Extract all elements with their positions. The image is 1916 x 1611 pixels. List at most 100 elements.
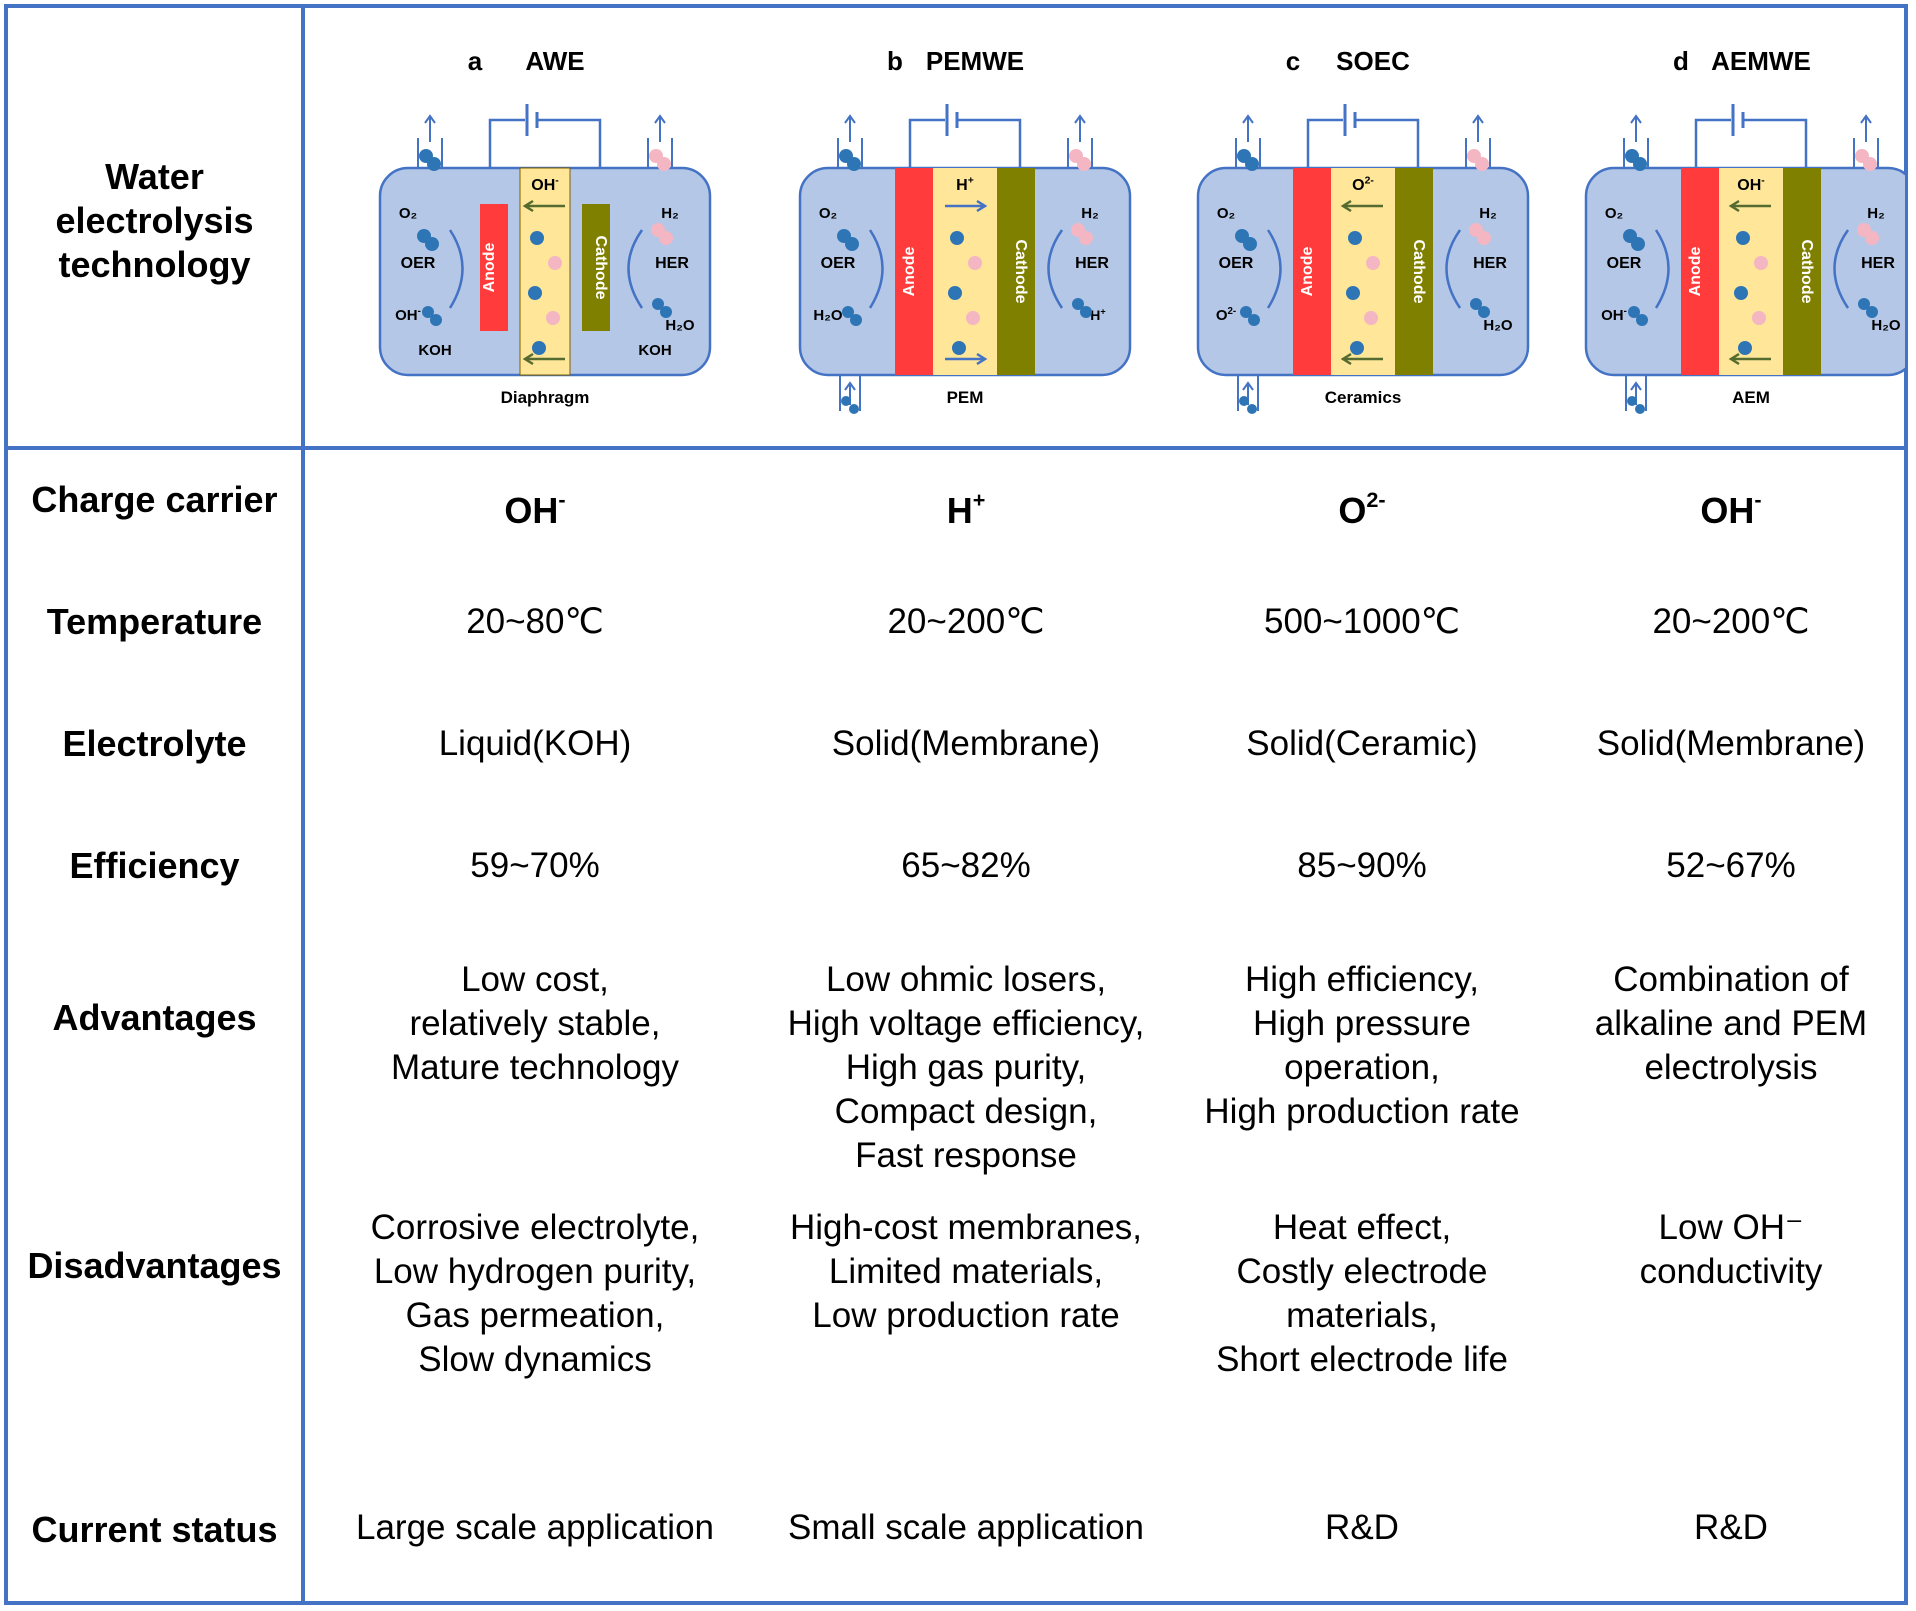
diagram-letter: a <box>468 46 483 76</box>
flow-arrowhead <box>1860 114 1872 124</box>
separator <box>1331 168 1395 375</box>
cell-line: Low cost, <box>461 960 609 999</box>
table-cell: OH- <box>335 478 735 533</box>
header-label-line: technology <box>58 244 251 285</box>
ion-arrowhead <box>1728 199 1740 213</box>
anode-label: Anode <box>1299 247 1316 297</box>
row-label: Electrolyte <box>62 723 247 764</box>
h2o-label: H₂O <box>665 317 694 334</box>
table-cell: Solid(Ceramic) <box>1162 722 1562 766</box>
molecule-atom <box>1478 306 1490 318</box>
ion-base: OH <box>1601 307 1624 324</box>
diagram-title: AWE <box>525 46 584 76</box>
table-cell: Corrosive electrolyte,Low hydrogen purit… <box>335 1206 735 1382</box>
cell-line: 20~200℃ <box>887 602 1045 641</box>
cell-line: Combination of <box>1613 960 1849 999</box>
cell-line: Mature technology <box>391 1048 679 1087</box>
molecule-atom <box>842 306 854 318</box>
ion-label: H+ <box>1090 306 1105 323</box>
cell-line: operation, <box>1284 1048 1440 1087</box>
diagram-title: AEMWE <box>1711 46 1811 76</box>
outlet-pipe <box>837 138 863 168</box>
her-label: HER <box>1861 255 1895 272</box>
ion-particle <box>1348 231 1362 245</box>
cell-line: High-cost membranes, <box>789 1208 1143 1247</box>
table-cell: R&D <box>1162 1506 1562 1550</box>
membrane-label: PEM <box>947 388 984 407</box>
cell-line: Large scale application <box>355 1508 714 1547</box>
outlet-pipe <box>417 138 443 168</box>
ion-arrowhead <box>522 352 534 366</box>
ion-label: OH- <box>1737 176 1765 194</box>
row-label: Advantages <box>52 997 257 1038</box>
oer-label: OER <box>1219 255 1254 272</box>
table-cell: High-cost membranes,Limited materials,Lo… <box>766 1206 1166 1338</box>
cell-line: 59~70% <box>470 846 600 885</box>
cell-line: High efficiency, <box>1244 960 1480 999</box>
oer-label: OER <box>1607 255 1642 272</box>
table-cell: Liquid(KOH) <box>335 722 735 766</box>
molecule-atom <box>1477 231 1491 245</box>
cell-line: Low OH⁻ <box>1658 1208 1804 1247</box>
ion-particle <box>532 341 546 355</box>
anode-label: Anode <box>1687 247 1704 297</box>
table-cell: Large scale application <box>335 1506 735 1550</box>
ion-particle <box>1350 341 1364 355</box>
ion-base: OH <box>531 177 555 194</box>
outlet-pipe <box>1853 138 1879 168</box>
ion-sign: - <box>1761 176 1765 187</box>
separator <box>933 168 997 375</box>
cathode-electrode <box>1783 168 1821 375</box>
oer-arrow <box>868 229 884 309</box>
anode-electrode <box>895 168 933 375</box>
molecule-atom <box>1248 314 1260 326</box>
o2-label: O₂ <box>1605 205 1623 222</box>
cathode-label: Cathode <box>1410 240 1427 304</box>
ion-arrowhead <box>1340 352 1352 366</box>
row-label: Disadvantages <box>27 1245 282 1286</box>
row-label: Efficiency <box>69 845 240 886</box>
cell-line: 65~82% <box>901 846 1031 885</box>
diagram-title: SOEC <box>1336 46 1410 76</box>
molecule-atom <box>657 157 671 171</box>
ion-particle <box>1346 286 1360 300</box>
cathode-label: Cathode <box>1012 240 1029 304</box>
table-cell: 59~70% <box>335 844 735 888</box>
ion-label: OH- <box>1601 306 1627 324</box>
o2-label: O₂ <box>399 205 417 222</box>
cell-line: Small scale application <box>787 1508 1144 1547</box>
molecule-atom <box>845 237 859 251</box>
flow-arrowhead <box>1630 381 1642 391</box>
cell-line: materials, <box>1286 1296 1438 1335</box>
molecule-atom <box>422 306 434 318</box>
cell-line: R&D <box>1325 1508 1399 1547</box>
ion-particle <box>1736 231 1750 245</box>
molecule-atom <box>1243 237 1257 251</box>
table-cell: 20~200℃ <box>1531 600 1916 644</box>
ion-sign: + <box>968 176 974 187</box>
ion-particle <box>546 311 560 325</box>
outlet-pipe <box>1235 138 1261 168</box>
membrane-label: Ceramics <box>1325 388 1402 407</box>
ion-arrowhead <box>522 199 534 213</box>
cell-line: Compact design, <box>834 1092 1098 1131</box>
molecule-atom <box>1079 231 1093 245</box>
cell-line: Liquid(KOH) <box>438 724 632 763</box>
table-cell: 20~80℃ <box>335 600 735 644</box>
cell-line: electrolysis <box>1644 1048 1818 1087</box>
inlet-pipe <box>1625 375 1647 411</box>
diagram-title: PEMWE <box>926 46 1024 76</box>
molecule-atom <box>1636 314 1648 326</box>
ion-base: H <box>956 177 968 194</box>
table-cell: O2- <box>1162 478 1562 533</box>
molecule-atom <box>1080 306 1092 318</box>
cell-line: Costly electrode <box>1236 1252 1488 1291</box>
separator <box>1719 168 1783 375</box>
table-cell: 65~82% <box>766 844 1166 888</box>
flow-arrowhead <box>1630 114 1642 124</box>
ion-particle <box>968 256 982 270</box>
flow-arrowhead <box>1242 381 1254 391</box>
